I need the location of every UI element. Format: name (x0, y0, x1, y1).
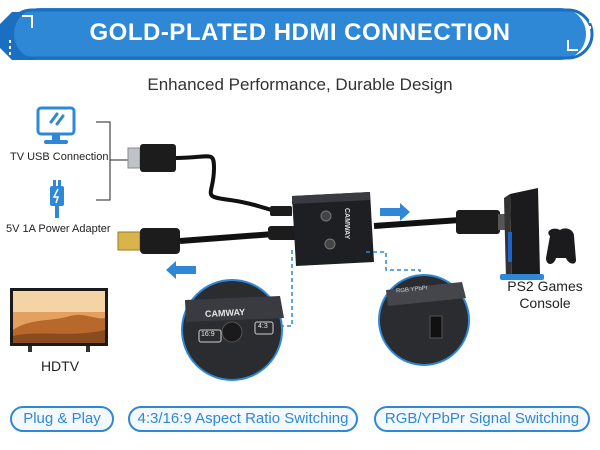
tv-usb-label: TV USB Connection (10, 151, 109, 163)
feature-pill-plug-play: Plug & Play (10, 406, 114, 432)
feature-label: RGB/YPbPr Signal Switching (384, 410, 580, 427)
ps2-label: PS2 Games Console (500, 278, 590, 312)
arrow-left-icon (166, 261, 196, 279)
closeup-brand: CAMWAY (204, 306, 246, 320)
feature-pill-signal-switching: RGB/YPbPr Signal Switching (374, 406, 590, 432)
device-brand: CAMWAY (343, 208, 350, 240)
banner-title: GOLD-PLATED HDMI CONNECTION (89, 19, 511, 46)
ps2-console-icon (500, 188, 576, 280)
power-adapter-label: 5V 1A Power Adapter (6, 223, 111, 235)
switch-closeup (181, 279, 284, 381)
feature-label: Plug & Play (23, 410, 101, 427)
power-plug-icon (50, 180, 64, 218)
switch-label-left: 16:9 (201, 331, 215, 338)
feature-pill-aspect-ratio: 4:3/16:9 Aspect Ratio Switching (128, 406, 358, 432)
feature-label: 4:3/16:9 Aspect Ratio Switching (137, 410, 349, 427)
title-banner (0, 0, 600, 66)
hdtv-icon (10, 288, 108, 352)
adapter-device (292, 192, 374, 266)
ps2-label-line2: Console (519, 295, 571, 311)
hdtv-label: HDTV (40, 358, 80, 374)
port-closeup (378, 274, 470, 366)
arrow-right-icon (380, 203, 410, 221)
ps2-label-line1: PS2 Games (507, 278, 583, 294)
switch-label-right: 4:3 (258, 323, 268, 330)
subtitle: Enhanced Performance, Durable Design (147, 75, 453, 94)
monitor-icon (36, 106, 76, 144)
